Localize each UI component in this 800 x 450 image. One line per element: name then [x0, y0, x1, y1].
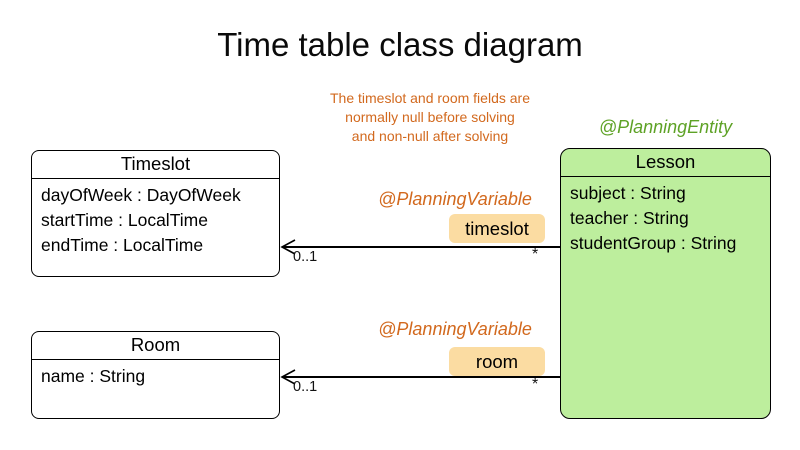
class-box-room: Room name : String: [31, 331, 280, 419]
variable-label-timeslot: timeslot: [449, 214, 545, 243]
class-name-timeslot: Timeslot: [32, 151, 279, 179]
attribute-name: name : String: [41, 366, 146, 386]
multiplicity-timeslot-end: 0..1: [293, 249, 318, 265]
variable-label-room: room: [449, 347, 545, 376]
open-arrowhead-icon-timeslot: [280, 239, 296, 255]
planning-variable-annotation-timeslot: @PlanningVariable: [378, 189, 532, 209]
class-attributes-timeslot: dayOfWeek : DayOfWeek startTime : LocalT…: [32, 179, 279, 262]
association-line-room: [282, 376, 560, 378]
attribute-subject: subject : String: [570, 183, 686, 203]
attribute-teacher: teacher : String: [570, 208, 689, 228]
diagram-title: Time table class diagram: [217, 26, 583, 63]
planning-variable-annotation-room: @PlanningVariable: [378, 319, 532, 339]
solving-note-line-2: normally null before solving: [345, 109, 515, 125]
planning-entity-annotation: @PlanningEntity: [598, 117, 733, 137]
class-attributes-room: name : String: [32, 360, 279, 393]
attribute-starttime: startTime : LocalTime: [41, 210, 208, 230]
solving-note: The timeslot and room fields are normall…: [280, 89, 580, 146]
solving-note-line-3: and non-null after solving: [351, 128, 509, 144]
solving-note-line-1: The timeslot and room fields are: [330, 90, 530, 106]
association-line-timeslot: [282, 246, 560, 248]
multiplicity-room-end: 0..1: [293, 379, 318, 395]
class-box-lesson: Lesson subject : String teacher : String…: [560, 148, 771, 419]
open-arrowhead-icon-room: [280, 369, 296, 385]
multiplicity-lesson-end-timeslot: *: [532, 246, 539, 263]
class-attributes-lesson: subject : String teacher : String studen…: [561, 177, 770, 260]
class-box-timeslot: Timeslot dayOfWeek : DayOfWeek startTime…: [31, 150, 280, 277]
attribute-dayofweek: dayOfWeek : DayOfWeek: [41, 185, 241, 205]
class-name-room: Room: [32, 332, 279, 360]
multiplicity-lesson-end-room: *: [532, 376, 539, 393]
class-name-lesson: Lesson: [561, 149, 770, 177]
attribute-studentgroup: studentGroup : String: [570, 233, 737, 253]
attribute-endtime: endTime : LocalTime: [41, 235, 204, 255]
